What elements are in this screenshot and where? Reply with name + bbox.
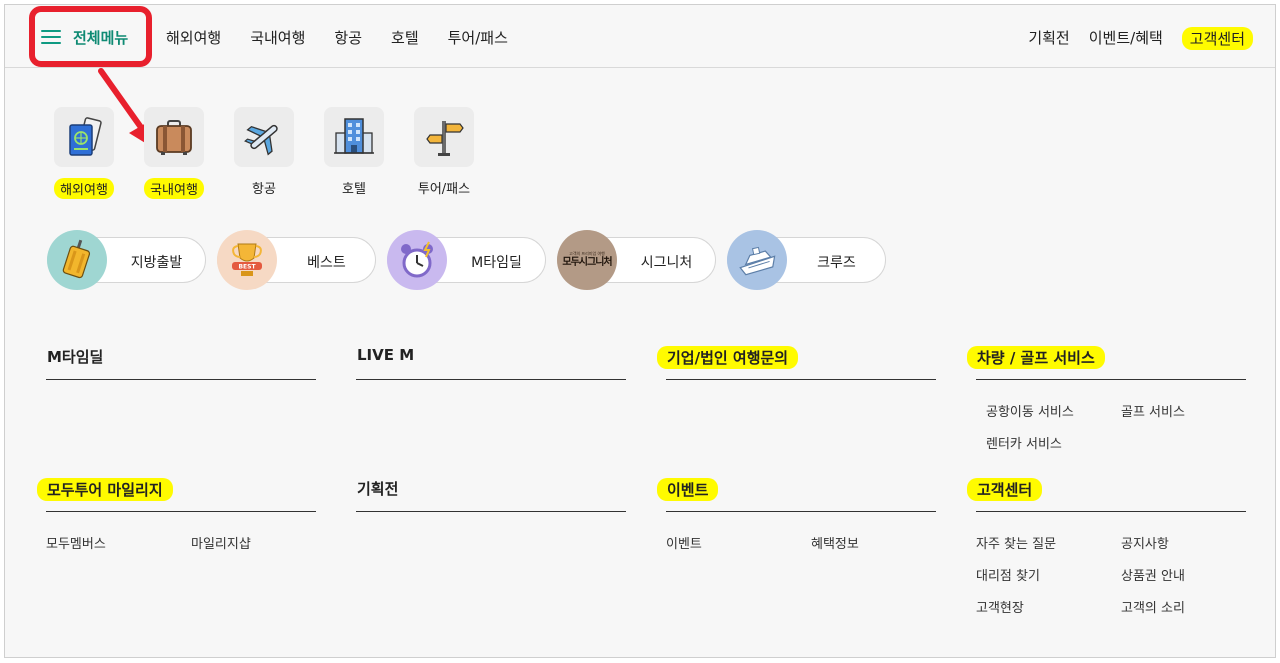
section-title[interactable]: 이벤트: [657, 478, 936, 512]
section-title-text: 기획전: [357, 480, 399, 498]
signature-badge-icon: 고객의 프리미엄 여행 모두시그니처: [557, 230, 617, 290]
hamburger-icon: [41, 29, 61, 45]
pill-best-label: 베스트: [307, 255, 346, 271]
section-m-timedeal: M타임딜: [46, 346, 316, 380]
signpost-icon: [414, 107, 474, 167]
link-mileage-shop[interactable]: 마일리지샵: [191, 537, 251, 552]
link-benefit-info[interactable]: 혜택정보: [811, 537, 859, 552]
signature-badge-text: 모두시그니처: [562, 257, 612, 268]
section-links: 자주 찾는 질문 공지사항 대리점 찾기 상품권 안내 고객현장 고객의 소리: [976, 512, 1246, 616]
cruise-ship-icon: [727, 230, 787, 290]
pill-signature-label: 시그니처: [640, 255, 693, 271]
category-domestic-label: 국내여행: [144, 178, 204, 199]
category-hotel[interactable]: 호텔: [309, 107, 399, 199]
category-overseas[interactable]: 해외여행: [39, 107, 129, 199]
passport-icon: [54, 107, 114, 167]
section-title[interactable]: 모두투어 마일리지: [37, 478, 316, 512]
utility-nav: 기획전 이벤트/혜택 고객센터: [1028, 27, 1253, 50]
link-rent-car[interactable]: 렌터카 서비스: [986, 437, 1062, 452]
nav-exhibition[interactable]: 기획전: [1028, 29, 1070, 47]
section-title-text: 기업/법인 여행문의: [657, 346, 799, 369]
pill-local-departure[interactable]: 지방출발: [47, 230, 206, 290]
page-frame: 전체메뉴 해외여행 국내여행 항공 호텔 투어/패스 기획전 이벤트/혜택 고객…: [4, 4, 1276, 658]
link-gift-card[interactable]: 상품권 안내: [1121, 569, 1185, 584]
nav-overseas[interactable]: 해외여행: [166, 29, 222, 47]
section-links: 이벤트 혜택정보: [666, 512, 936, 552]
section-title-text: 고객센터: [967, 478, 1043, 501]
section-mileage: 모두투어 마일리지 모두멤버스 마일리지샵: [37, 478, 316, 552]
link-notice[interactable]: 공지사항: [1121, 537, 1169, 552]
section-title[interactable]: 차량 / 골프 서비스: [967, 346, 1246, 380]
suitcase-icon: [144, 107, 204, 167]
all-menu-label: 전체메뉴: [73, 28, 129, 47]
luggage-icon: [47, 230, 107, 290]
alarm-clock-icon: [387, 230, 447, 290]
link-modu-members[interactable]: 모두멤버스: [46, 537, 106, 552]
section-title-text: 모두투어 마일리지: [37, 478, 173, 501]
pill-m-timedeal[interactable]: M타임딜: [387, 230, 546, 290]
category-flight-label: 항공: [252, 182, 276, 197]
nav-hotel[interactable]: 호텔: [391, 29, 419, 47]
category-tour-pass[interactable]: 투어/패스: [399, 107, 489, 199]
section-title[interactable]: M타임딜: [46, 346, 316, 380]
section-title[interactable]: 기업/법인 여행문의: [657, 346, 936, 380]
section-title[interactable]: LIVE M: [356, 346, 626, 380]
link-event[interactable]: 이벤트: [666, 537, 702, 552]
svg-text:BEST: BEST: [238, 264, 256, 271]
nav-tour-pass[interactable]: 투어/패스: [447, 29, 508, 47]
nav-event-benefit[interactable]: 이벤트/혜택: [1088, 29, 1163, 47]
link-customer-charter[interactable]: 고객현장: [976, 601, 1024, 616]
category-hotel-label: 호텔: [342, 182, 366, 197]
quick-pills: 지방출발 BEST 베스트: [47, 230, 886, 290]
pill-cruise[interactable]: 크루즈: [727, 230, 886, 290]
section-title[interactable]: 고객센터: [967, 478, 1246, 512]
signature-badge-subtext: 고객의 프리미엄 여행: [569, 251, 605, 256]
nav-domestic[interactable]: 국내여행: [250, 29, 306, 47]
pill-m-timedeal-label: M타임딜: [471, 255, 522, 271]
section-customer-center: 고객센터 자주 찾는 질문 공지사항 대리점 찾기 상품권 안내 고객현장 고객…: [967, 478, 1246, 616]
main-nav: 해외여행 국내여행 항공 호텔 투어/패스: [166, 27, 508, 48]
section-title-text: M타임딜: [47, 348, 104, 366]
hotel-building-icon: [324, 107, 384, 167]
pill-cruise-label: 크루즈: [817, 255, 856, 271]
section-event: 이벤트 이벤트 혜택정보: [657, 478, 936, 552]
category-domestic[interactable]: 국내여행: [129, 107, 219, 199]
pill-best[interactable]: BEST 베스트: [217, 230, 376, 290]
section-links: 모두멤버스 마일리지샵: [46, 512, 316, 552]
airplane-icon: [234, 107, 294, 167]
section-title-text: LIVE M: [357, 346, 415, 364]
link-customer-voice[interactable]: 고객의 소리: [1121, 601, 1185, 616]
trophy-icon: BEST: [217, 230, 277, 290]
category-icons: 해외여행 국내여행: [39, 107, 489, 199]
section-links: 공항이동 서비스 골프 서비스 렌터카 서비스: [976, 380, 1246, 452]
link-golf-service[interactable]: 골프 서비스: [1121, 405, 1185, 420]
section-exhibition: 기획전: [356, 478, 626, 512]
section-title[interactable]: 기획전: [356, 478, 626, 512]
section-car-golf: 차량 / 골프 서비스 공항이동 서비스 골프 서비스 렌터카 서비스: [967, 346, 1246, 452]
section-title-text: 차량 / 골프 서비스: [967, 346, 1105, 369]
category-flight[interactable]: 항공: [219, 107, 309, 199]
pill-local-departure-label: 지방출발: [130, 255, 183, 271]
pill-signature[interactable]: 고객의 프리미엄 여행 모두시그니처 시그니처: [557, 230, 716, 290]
all-menu-button[interactable]: 전체메뉴: [41, 24, 128, 50]
top-bar: 전체메뉴 해외여행 국내여행 항공 호텔 투어/패스 기획전 이벤트/혜택 고객…: [5, 5, 1275, 68]
nav-flight[interactable]: 항공: [334, 29, 363, 47]
section-live-m: LIVE M: [356, 346, 626, 380]
section-corporate: 기업/법인 여행문의: [657, 346, 936, 380]
category-overseas-label: 해외여행: [54, 178, 114, 199]
section-title-text: 이벤트: [657, 478, 719, 501]
category-tour-pass-label: 투어/패스: [417, 182, 471, 197]
nav-customer-center[interactable]: 고객센터: [1181, 27, 1253, 50]
link-agency-finder[interactable]: 대리점 찾기: [976, 569, 1040, 584]
link-faq[interactable]: 자주 찾는 질문: [976, 537, 1057, 552]
link-airport-transfer[interactable]: 공항이동 서비스: [986, 405, 1074, 420]
